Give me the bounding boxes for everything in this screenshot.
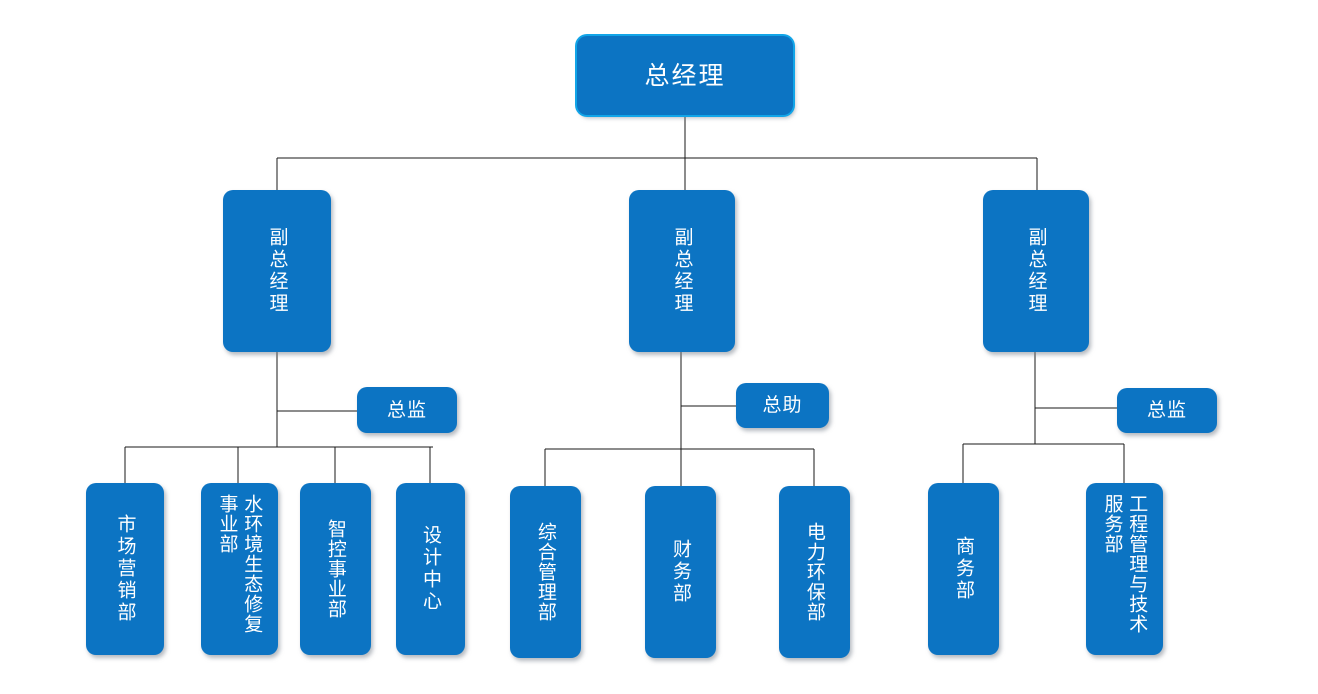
- node-dept-power-env[interactable]: 电力环保部: [779, 486, 850, 658]
- node-dept-finance[interactable]: 财务部: [645, 486, 716, 658]
- node-label: 商务部: [952, 536, 975, 602]
- node-label: 总助: [762, 394, 803, 417]
- node-label: 综合管理部: [534, 522, 557, 622]
- node-dept-eng-tech[interactable]: 工程管理与技术服务部: [1086, 483, 1163, 655]
- node-label: 财务部: [669, 539, 692, 605]
- node-label: 电力环保部: [803, 522, 826, 622]
- node-label: 副总经理: [1025, 227, 1048, 315]
- node-label: 智控事业部: [324, 519, 347, 619]
- node-staff-director-3[interactable]: 总监: [1117, 388, 1217, 433]
- node-label: 工程管理与技术服务部: [1101, 494, 1149, 634]
- node-dept-marketing[interactable]: 市场营销部: [86, 483, 164, 655]
- node-staff-director-1[interactable]: 总监: [357, 387, 457, 433]
- node-label: 总经理: [644, 60, 726, 90]
- node-dept-smart-control[interactable]: 智控事业部: [300, 483, 371, 655]
- node-label: 总监: [1146, 399, 1187, 422]
- node-vice-general-manager-1[interactable]: 副总经理: [223, 190, 331, 352]
- node-dept-water-eco[interactable]: 水环境生态修复事业部: [201, 483, 278, 655]
- node-label: 水环境生态修复事业部: [216, 494, 264, 634]
- node-dept-design-center[interactable]: 设计中心: [396, 483, 465, 655]
- node-dept-general-admin[interactable]: 综合管理部: [510, 486, 581, 658]
- node-vice-general-manager-3[interactable]: 副总经理: [983, 190, 1089, 352]
- node-staff-assistant-2[interactable]: 总助: [736, 383, 829, 428]
- node-label: 市场营销部: [114, 514, 137, 624]
- node-label: 副总经理: [266, 227, 289, 315]
- node-label: 设计中心: [419, 525, 442, 613]
- node-vice-general-manager-2[interactable]: 副总经理: [629, 190, 735, 352]
- node-label: 副总经理: [671, 227, 694, 315]
- node-general-manager[interactable]: 总经理: [577, 36, 793, 115]
- node-label: 总监: [386, 398, 427, 421]
- node-dept-business[interactable]: 商务部: [928, 483, 999, 655]
